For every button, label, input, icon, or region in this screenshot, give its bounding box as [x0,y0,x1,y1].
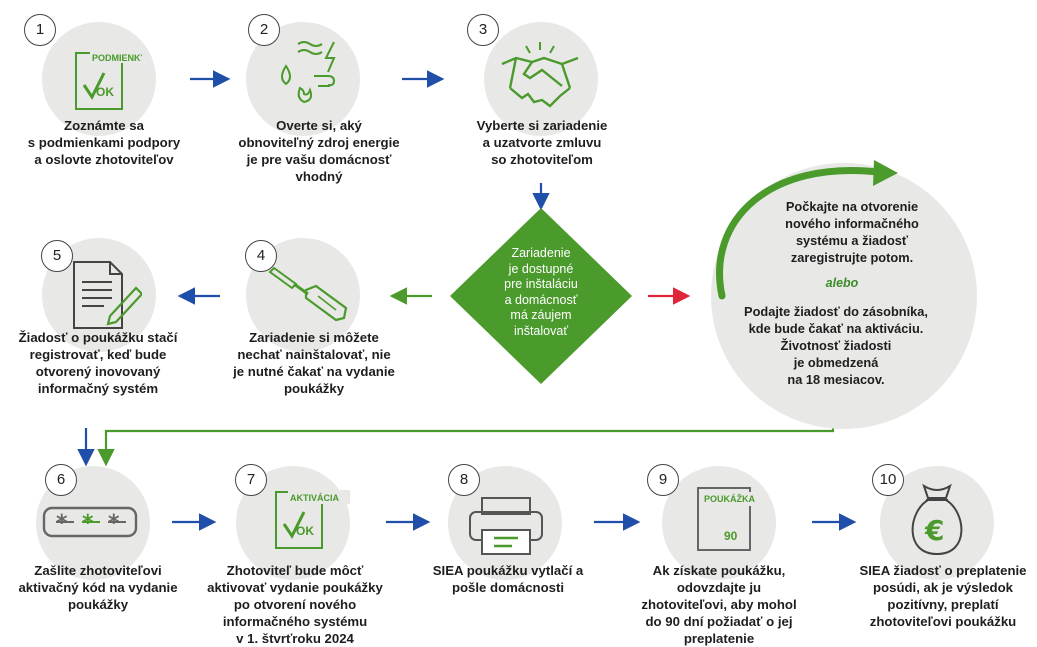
step-5-number: 5 [41,240,73,272]
activation-code-icon: * * * [42,506,138,538]
step-9-number: 9 [647,464,679,496]
document-pen-icon [73,261,142,329]
step-1-circle [42,22,156,136]
step-10-number: 10 [872,464,904,496]
waiting-text-bottom: Podajte žiadosť do zásobníka,kde bude ča… [744,304,928,387]
waiting-circle [711,163,977,429]
screwdriver-icon [268,266,348,322]
svg-text:*: * [82,511,94,536]
step-9-circle [662,466,776,580]
step-6-number: 6 [45,464,77,496]
svg-text:OK: OK [96,85,114,99]
icon-label-podmienky: PODMIENKY [92,53,142,63]
svg-text:*: * [108,511,120,536]
renewable-energy-icon [281,41,336,104]
svg-text:OK: OK [296,524,314,538]
printer-icon [469,497,543,555]
activation-ok-icon: AKTIVÁCIA OK [275,490,350,549]
step-2-number: 2 [248,14,280,46]
arrow-waiting-6 [97,392,835,467]
icon-label-poukazka: POUKÁŽKA [704,493,755,504]
handshake-icon [501,42,579,108]
checklist-ok-icon: PODMIENKY OK [75,51,142,110]
step-3-circle [484,22,598,136]
decision-diamond [450,208,632,384]
voucher-icon: POUKÁŽKA 90 [697,487,756,551]
step-7-number: 7 [235,464,267,496]
step-3-number: 3 [467,14,499,46]
step-4-number: 4 [245,240,277,272]
waiting-alebo: alebo [825,276,859,290]
euro-moneybag-icon: € [911,483,963,556]
step-8-number: 8 [448,464,480,496]
waiting-curved-arrow [716,167,882,300]
voucher-value: 90 [724,529,738,543]
icon-label-aktivacia: AKTIVÁCIA [290,493,339,503]
svg-text:€: € [924,514,944,547]
step-1-number: 1 [24,14,56,46]
svg-text:*: * [56,511,68,536]
